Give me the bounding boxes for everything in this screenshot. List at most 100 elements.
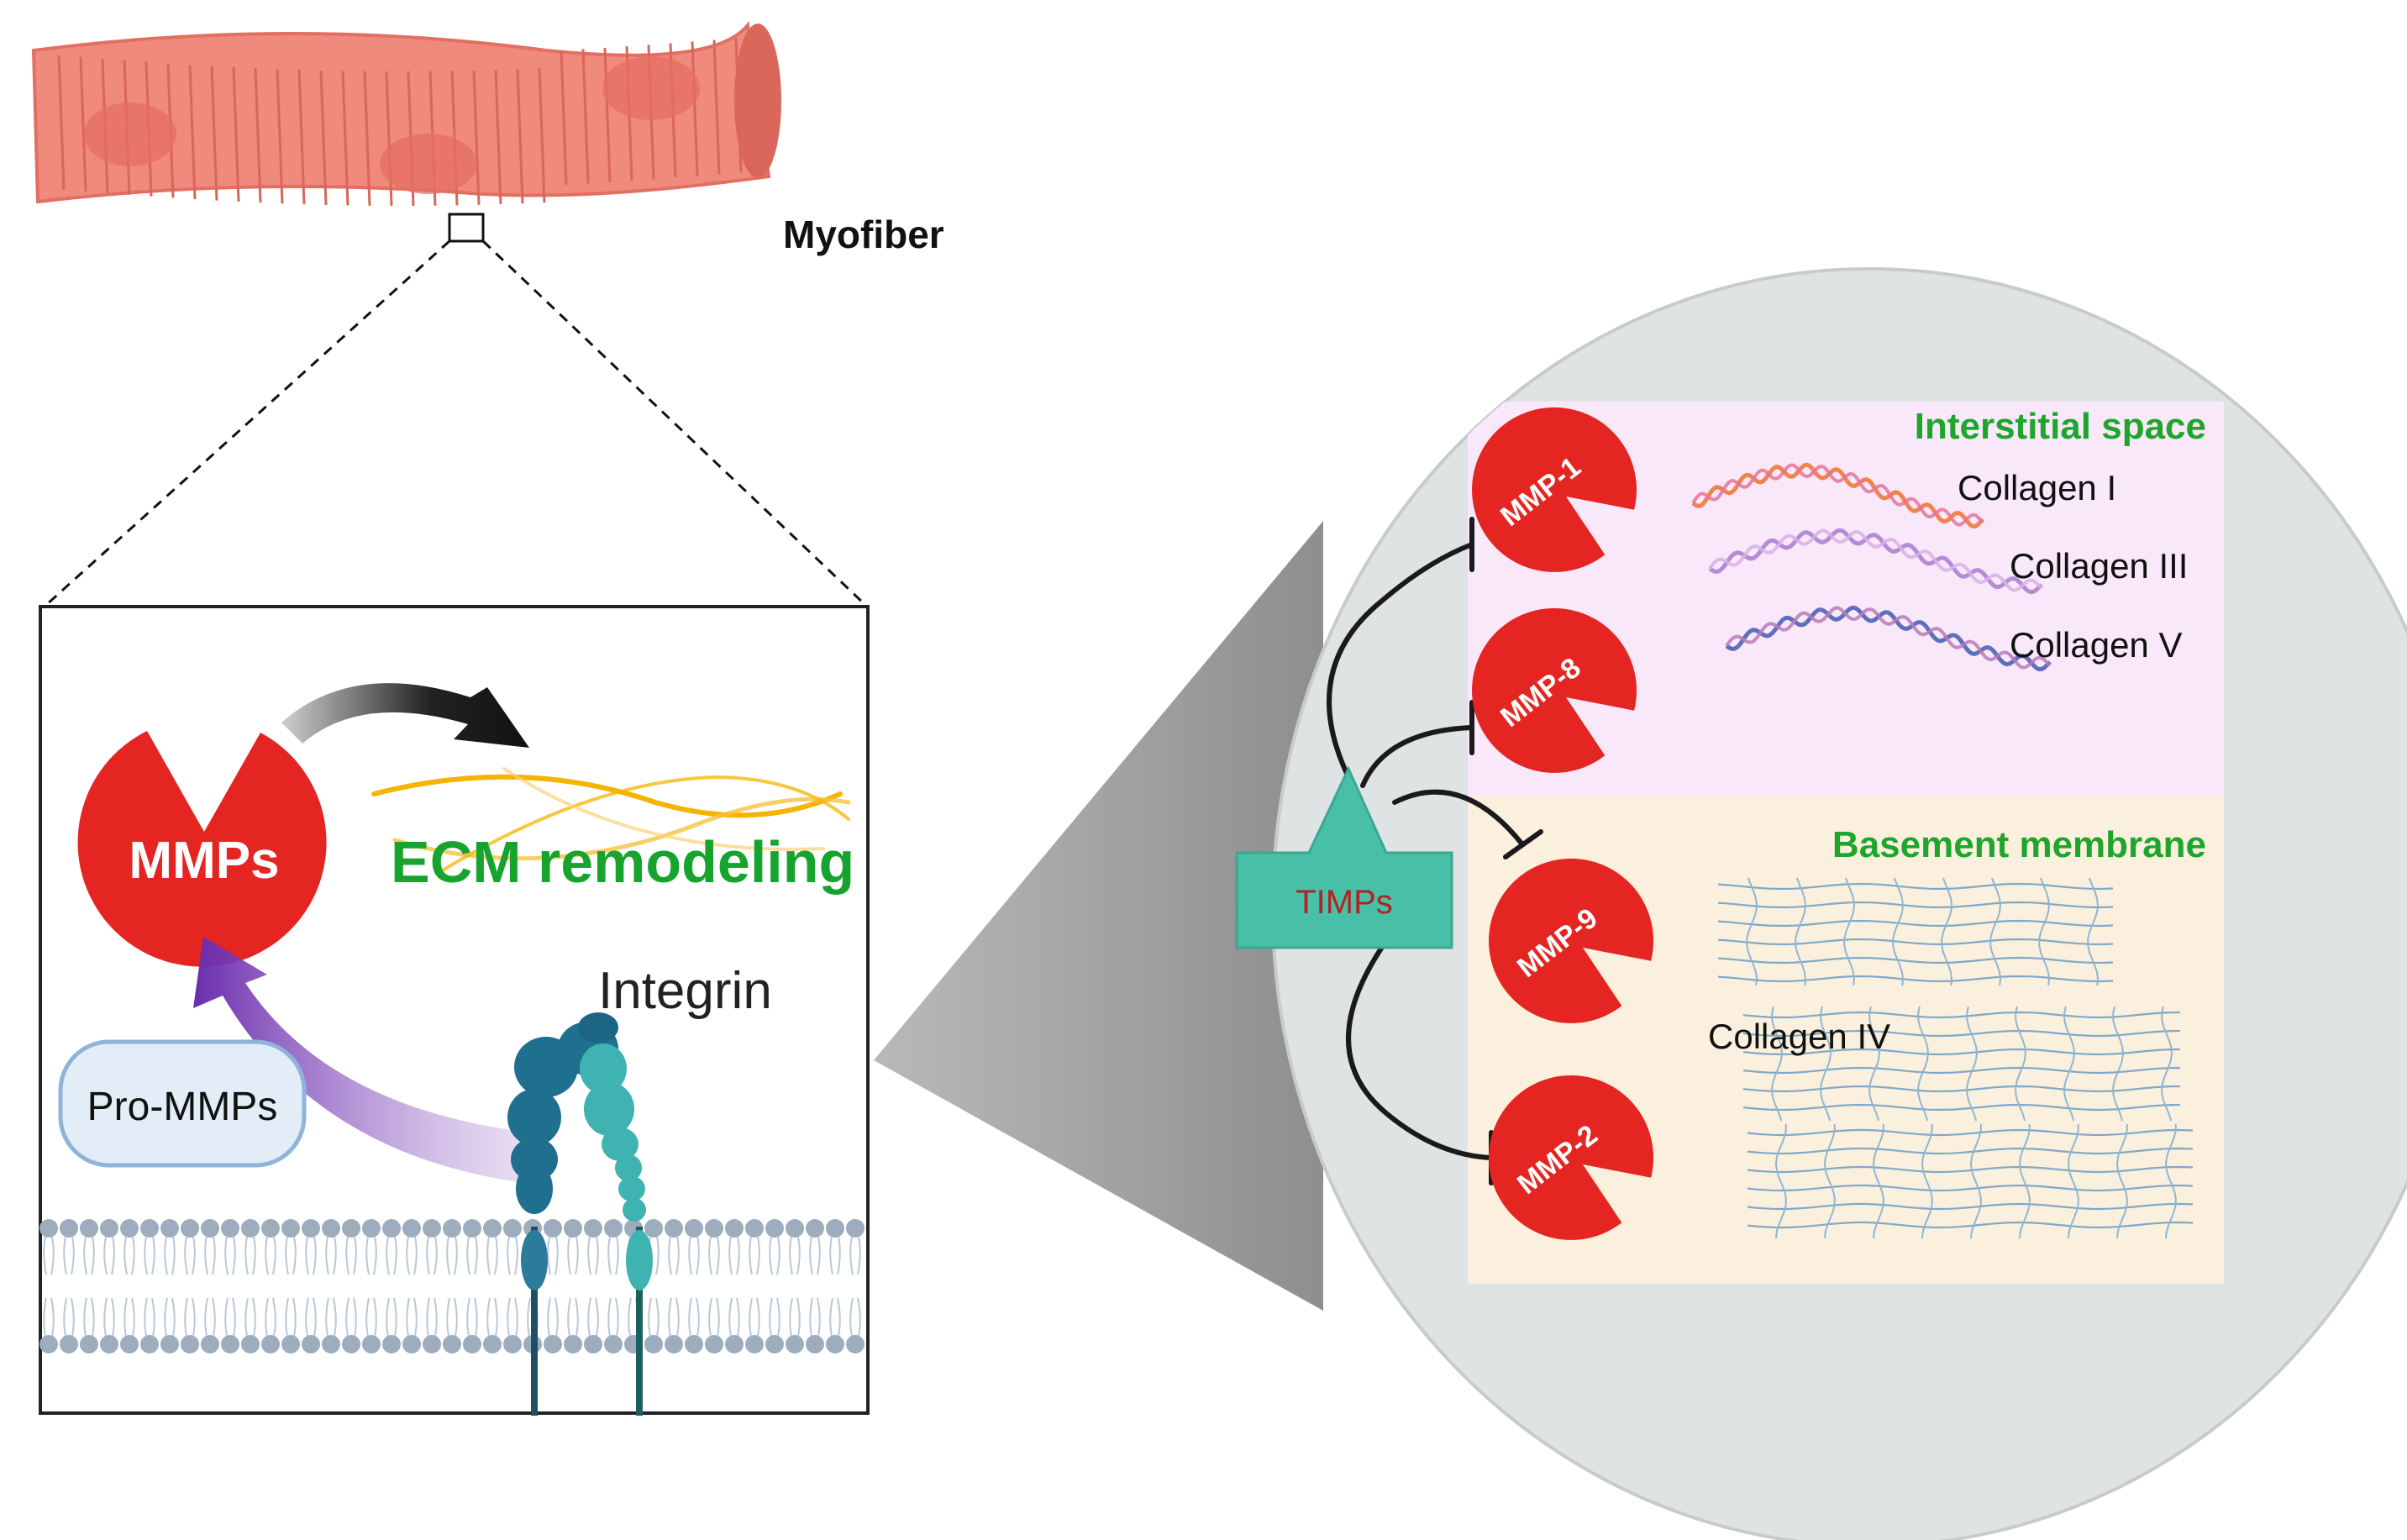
mmp-1-enzyme: MMP-1 (1472, 407, 1637, 572)
lipid-tail (426, 1236, 438, 1275)
collagen-iv-strand (2018, 1123, 2031, 1239)
lipid-tail (708, 1236, 720, 1275)
collagen-iv-strand (1820, 1006, 1832, 1122)
lipid-tail (466, 1297, 478, 1337)
lipid-tail (265, 1297, 276, 1337)
lipid-tail (365, 1236, 377, 1275)
lipid-tail (829, 1297, 841, 1337)
lipid-tail (789, 1236, 801, 1275)
striation (494, 70, 502, 205)
collagen-iv-network (1717, 877, 2194, 1239)
collagen-iv-strand (2115, 1123, 2128, 1239)
lipid-tail (83, 1236, 95, 1275)
lipid-tail (63, 1297, 75, 1337)
lipid-tail (769, 1236, 780, 1275)
lipid-head (201, 1335, 219, 1353)
pro-mmps-label: Pro-MMPs (87, 1085, 278, 1129)
mmp-9-enzyme: MMP-9 (1489, 858, 1654, 1023)
lipid-head (644, 1335, 663, 1353)
lipid-tail (728, 1297, 740, 1337)
collagen-iv-strand (2112, 1006, 2125, 1122)
striation (691, 41, 699, 176)
lipid-head (544, 1219, 562, 1238)
lipid-tail (607, 1236, 619, 1275)
ecm-panel: MMPs ECM remodeling Pro-MMPs Integrin (39, 605, 870, 1416)
lipid-tail (567, 1236, 579, 1275)
collagen-iv-strand (1892, 877, 1905, 986)
lipid-head (281, 1219, 300, 1238)
lipid-tail (164, 1297, 176, 1337)
lipid-tail (809, 1236, 821, 1275)
lipid-head (120, 1219, 139, 1238)
lipid-head (201, 1219, 219, 1238)
collagen-iv-strand (1717, 882, 2114, 891)
collagen-iv-strand (1746, 877, 1758, 986)
lipid-tail (849, 1236, 861, 1275)
integrin-label: Integrin (598, 962, 772, 1020)
lipid-tail (406, 1236, 418, 1275)
lipid-head (382, 1335, 401, 1353)
pacman-enzyme-icon (1472, 407, 1637, 572)
lipid-head (140, 1219, 159, 1238)
striation (363, 71, 371, 206)
ecm-fibers (371, 767, 851, 875)
striation (581, 49, 590, 184)
collagen-strand (1691, 463, 1984, 527)
striation (516, 69, 524, 204)
lipid-tail (144, 1236, 155, 1275)
striation (472, 70, 481, 205)
lipid-head (39, 1335, 58, 1353)
lipid-tail (708, 1297, 720, 1337)
timps-label: TIMPs (1295, 884, 1393, 921)
lipid-head (806, 1335, 824, 1353)
collagen-iv-strand (1717, 956, 2114, 964)
striation (712, 39, 721, 175)
basement-membrane-label: Basement membrane (1832, 824, 2206, 865)
lipid-head (362, 1219, 381, 1238)
striation (538, 68, 546, 203)
lipid-tail (769, 1297, 780, 1337)
lipid-tail (224, 1236, 236, 1275)
collagen-iv-strand (1966, 1006, 1979, 1122)
lipid-head (826, 1335, 844, 1353)
lipid-tail (688, 1297, 700, 1337)
lipid-head (786, 1219, 804, 1238)
lipid-head (564, 1219, 582, 1238)
collagen-iv-strand (1717, 975, 2114, 983)
lipid-tail (547, 1236, 559, 1275)
striation (232, 66, 240, 202)
collagen-iv-strand (1969, 1123, 1982, 1239)
collagen-iv-strand (1747, 1128, 2194, 1137)
lipid-head (846, 1219, 865, 1238)
lipid-tail (204, 1297, 216, 1337)
lipid-tail (587, 1236, 599, 1275)
lipid-tail (63, 1236, 75, 1275)
lipid-head (160, 1219, 179, 1238)
myofiber-striations (57, 38, 743, 207)
collagen-iv-strand (1989, 877, 2002, 986)
lipid-tail (325, 1236, 337, 1275)
lipid-head (241, 1335, 260, 1353)
lipid-head (402, 1335, 421, 1353)
lipid-tail (265, 1236, 276, 1275)
lipid-head (160, 1335, 179, 1353)
inhibitor-tab-icon (1235, 765, 1453, 949)
lipid-tail (567, 1297, 579, 1337)
collagen-iv-strand (2063, 1006, 2076, 1122)
lipid-tail (547, 1297, 559, 1337)
lipid-head (644, 1219, 663, 1238)
striation (57, 55, 66, 190)
lipid-head (463, 1219, 481, 1238)
collagen-iv-strand (1795, 877, 1807, 986)
mmp-8-enzyme: MMP-8 (1472, 607, 1637, 773)
striation (210, 66, 218, 201)
lipid-tail (43, 1236, 55, 1275)
collagen-iv-strand (1742, 1066, 2181, 1075)
striation (276, 69, 284, 204)
nucleus (84, 102, 176, 166)
lipid-tail (386, 1236, 397, 1275)
pacman-enzyme-icon (1489, 1075, 1654, 1240)
lipid-head (685, 1335, 703, 1353)
collagen-iv-strand (1742, 1085, 2181, 1093)
collagen-iv-strand (1868, 1006, 1881, 1122)
